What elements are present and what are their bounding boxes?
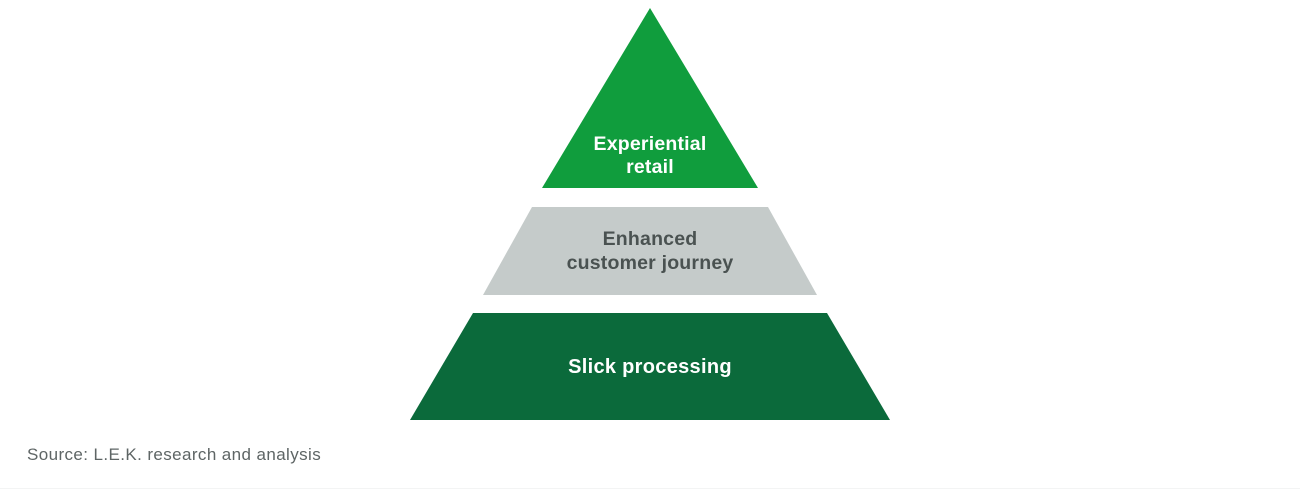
pyramid-tier-slick-processing: Slick processing — [410, 313, 890, 420]
tier-label-line: Experiential — [593, 133, 707, 155]
tier-label-line: Enhanced — [602, 228, 698, 250]
tier-label-line: Slick processing — [568, 355, 732, 378]
tier-label-line: customer journey — [566, 252, 734, 274]
tier-label-line: retail — [626, 156, 674, 178]
source-attribution: Source: L.E.K. research and analysis — [27, 445, 322, 464]
pyramid-tier-enhanced-customer-journey: Enhanced customer journey — [483, 207, 817, 295]
bottom-divider — [0, 488, 1300, 489]
pyramid-tier-experiential-retail: Experiential retail — [542, 8, 758, 188]
